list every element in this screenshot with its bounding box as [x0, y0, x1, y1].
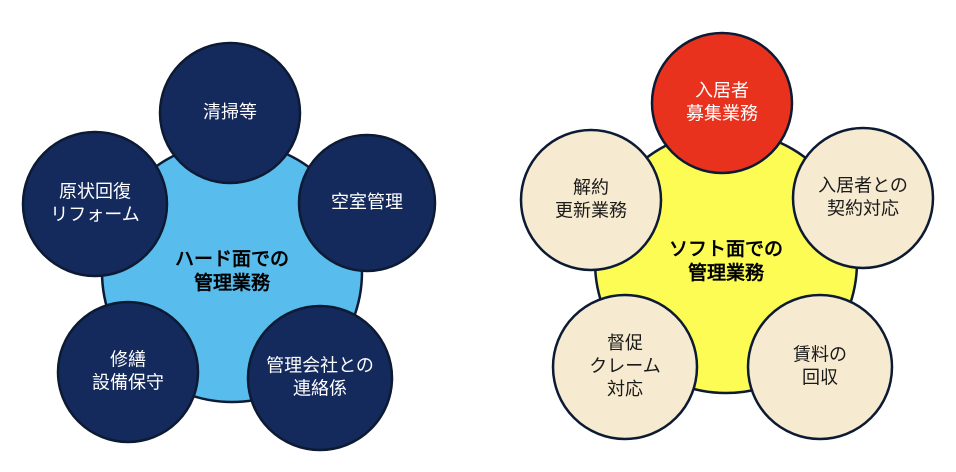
- petal-cleaning[interactable]: 清掃等: [158, 41, 302, 185]
- petal-tenant-contract[interactable]: 入居者との契約対応: [791, 126, 935, 270]
- label-line: クレーム: [589, 356, 660, 376]
- label-line: 契約対応: [827, 198, 899, 218]
- petal-rent-collection[interactable]: 賃料の回収: [746, 293, 894, 441]
- petal-tenant-recruitment[interactable]: 入居者募集業務: [650, 31, 794, 175]
- label-line: 督促: [607, 333, 643, 353]
- label-line: 空室管理: [331, 192, 403, 212]
- label-line: 対応: [607, 379, 643, 399]
- petal-shape: [21, 130, 169, 278]
- petal-shape: [519, 128, 663, 272]
- label-line: 回収: [802, 367, 838, 387]
- petal-rent-collection-label: 賃料の回収: [793, 344, 847, 387]
- hard-core-circle-label: ハード面での管理業務: [175, 249, 289, 294]
- label-line: 募集業務: [686, 103, 758, 123]
- petal-shape: [791, 126, 935, 270]
- petal-shape: [246, 304, 394, 452]
- label-line: 原状回復: [59, 181, 131, 201]
- label-line: 入居者: [695, 80, 749, 100]
- petal-shape: [746, 293, 894, 441]
- petal-collection-claim-handling-label: 督促クレーム対応: [589, 333, 660, 399]
- petal-shape: [551, 293, 699, 441]
- petal-management-company-liaison-label: 管理会社との連絡係: [266, 355, 374, 398]
- petal-shape: [56, 300, 200, 444]
- label-line: 賃料の: [793, 344, 847, 364]
- petal-tenant-recruitment-label: 入居者募集業務: [686, 80, 758, 123]
- petal-cancellation-renewal[interactable]: 解約更新業務: [519, 128, 663, 272]
- petal-management-company-liaison[interactable]: 管理会社との連絡係: [246, 304, 394, 452]
- label-line: 管理業務: [688, 261, 765, 284]
- petal-shape: [650, 31, 794, 175]
- label-line: 修繕: [110, 349, 146, 369]
- label-line: リフォーム: [50, 204, 139, 224]
- label-line: 管理会社との: [266, 355, 374, 375]
- petal-vacancy-management[interactable]: 空室管理: [297, 133, 437, 273]
- label-line: 解約: [573, 177, 609, 197]
- petal-tenant-contract-label: 入居者との契約対応: [818, 175, 908, 218]
- petal-shape: [158, 41, 302, 185]
- label-line: ソフト面での: [669, 239, 783, 260]
- petal-vacancy-management-label: 空室管理: [331, 192, 403, 212]
- label-line: 管理業務: [194, 271, 271, 294]
- petal-restoration-reform[interactable]: 原状回復リフォーム: [21, 130, 169, 278]
- petal-repair-equipment-maintenance-label: 修繕設備保守: [92, 349, 164, 392]
- label-line: 更新業務: [555, 200, 627, 220]
- label-line: 設備保守: [92, 372, 164, 392]
- label-line: ハード面での: [175, 249, 289, 270]
- petal-cancellation-renewal-label: 解約更新業務: [555, 177, 627, 220]
- petal-restoration-reform-label: 原状回復リフォーム: [50, 181, 139, 224]
- soft-core-circle-label: ソフト面での管理業務: [669, 239, 783, 284]
- petal-cleaning-label: 清掃等: [203, 102, 257, 122]
- petal-shape: [297, 133, 437, 273]
- petal-repair-equipment-maintenance[interactable]: 修繕設備保守: [56, 300, 200, 444]
- label-line: 清掃等: [203, 102, 257, 122]
- label-line: 連絡係: [293, 378, 347, 398]
- label-line: 入居者との: [818, 175, 908, 195]
- petal-collection-claim-handling[interactable]: 督促クレーム対応: [551, 293, 699, 441]
